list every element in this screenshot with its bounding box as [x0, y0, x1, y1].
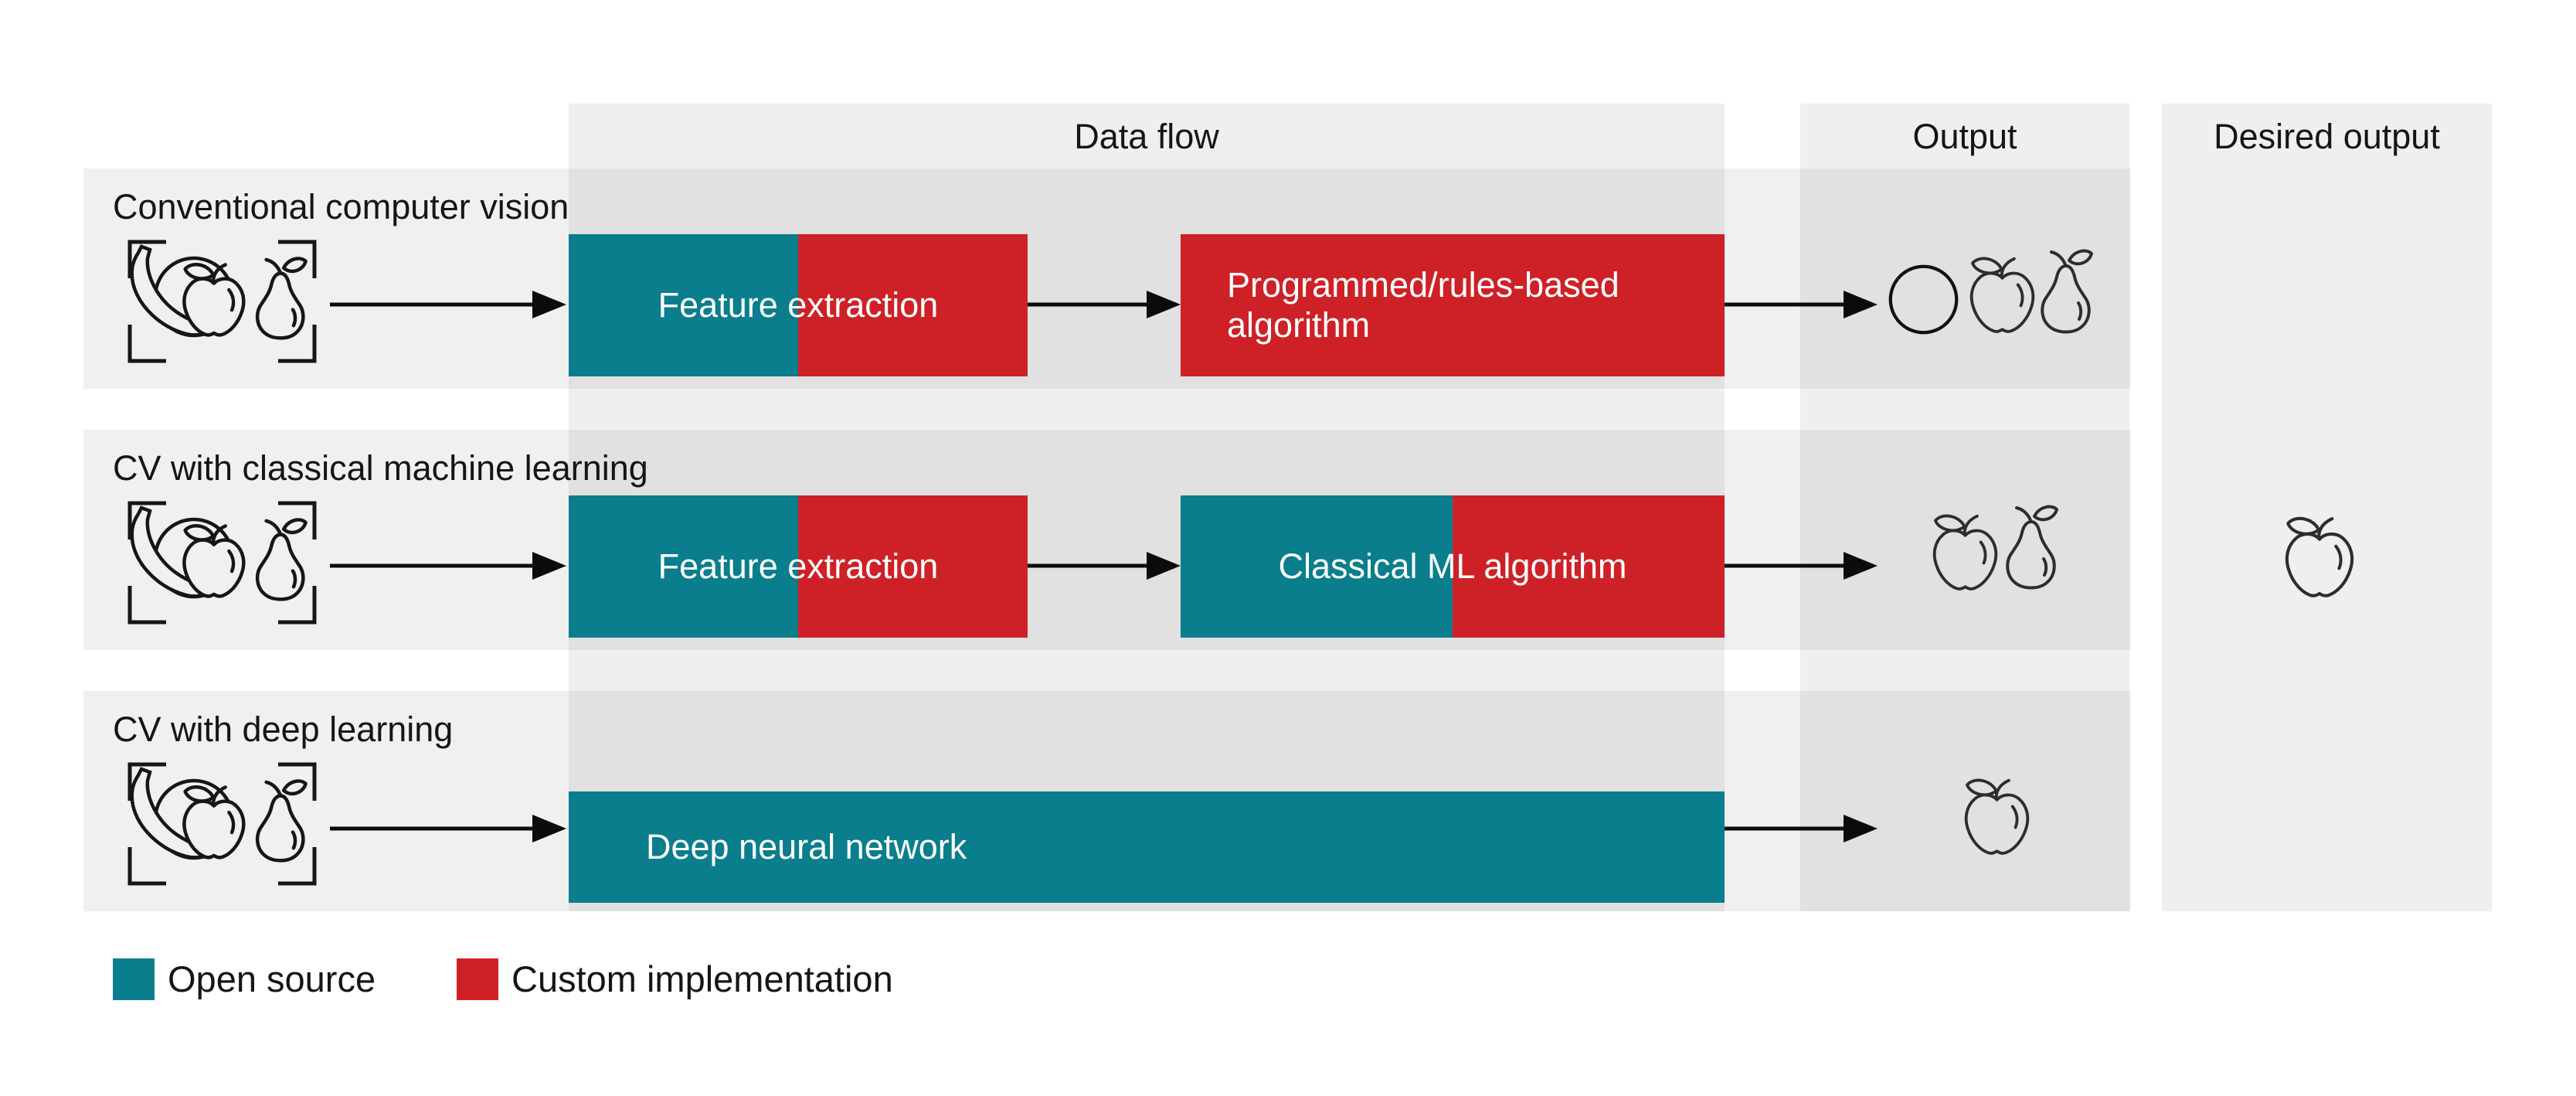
row-label-deep-learning: CV with deep learning	[113, 710, 454, 749]
box-label: Feature extraction	[658, 285, 939, 325]
output-header: Output	[1912, 117, 2017, 156]
classical-ml-algorithm-box: Classical ML algorithm	[1181, 495, 1725, 638]
arrow-feature-to-classical-ml	[1028, 552, 1181, 580]
pear-outline-icon	[2041, 249, 2093, 334]
apple-outline-icon	[1964, 778, 2030, 855]
arrow-input-to-feature-extraction	[330, 552, 566, 580]
desired-apple-outline-icon	[2284, 513, 2355, 598]
feature-extraction-box: Feature extraction	[569, 495, 1028, 638]
box-label: Deep neural network	[646, 827, 967, 866]
fruit-scan-icon	[120, 762, 325, 886]
arrow-input-to-deep-network	[330, 815, 566, 842]
fruit-scan-icon	[120, 240, 325, 363]
feature-extraction-box: Feature extraction	[569, 234, 1028, 376]
row-label-classical-ml: CV with classical machine learning	[113, 448, 648, 488]
box-label: Feature extraction	[658, 546, 939, 586]
output-column-band	[1800, 104, 2129, 911]
programmed-rules-based-box: Programmed/rules-based algorithm	[1181, 234, 1725, 376]
desired-output-header: Desired output	[2214, 117, 2440, 156]
desired-output-column-band	[2162, 104, 2492, 911]
row-band-classical-ml	[83, 430, 2131, 650]
box-label: Classical ML algorithm	[1278, 546, 1627, 586]
row-label-conventional: Conventional computer vision	[113, 187, 569, 226]
arrow-deep-network-to-output	[1725, 815, 1878, 842]
pear-outline-icon	[2006, 505, 2058, 590]
deep-neural-network-box: Deep neural network	[569, 791, 1725, 903]
arrow-classical-ml-to-output	[1725, 552, 1878, 580]
data-flow-header: Data flow	[1074, 117, 1219, 156]
circle-outline-icon	[1887, 263, 1960, 336]
fruit-scan-icon	[120, 501, 325, 625]
apple-outline-icon	[1932, 514, 1998, 591]
legend-label: Custom implementation	[511, 958, 893, 999]
arrow-input-to-feature-extraction	[330, 291, 566, 318]
legend-item-custom-implementation: Custom implementation	[457, 958, 893, 1000]
custom-implementation-swatch	[457, 958, 498, 1000]
box-label: Programmed/rules-based algorithm	[1227, 265, 1619, 345]
legend-label: Open source	[168, 958, 376, 999]
arrow-feature-to-rules-algorithm	[1028, 291, 1181, 318]
legend-item-open-source: Open source	[113, 958, 376, 1000]
apple-outline-icon	[1969, 257, 2035, 333]
arrow-rules-to-output	[1725, 291, 1878, 318]
row-band-conventional	[83, 168, 2131, 389]
open-source-swatch	[113, 958, 155, 1000]
